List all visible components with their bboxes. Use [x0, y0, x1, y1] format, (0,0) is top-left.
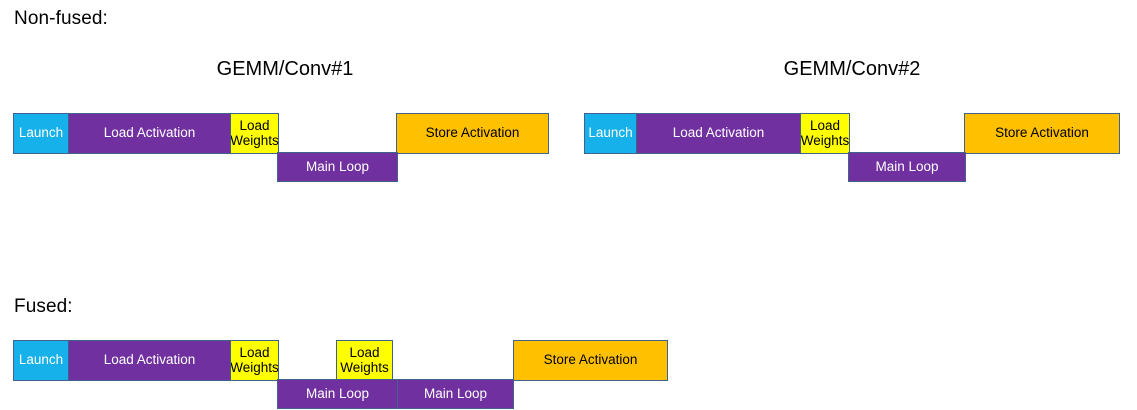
load-activation-bar-3-label: Load Activation [103, 352, 196, 368]
main-loop-bar-1-label: Main Loop [305, 158, 370, 174]
main-loop-bar-4: Main Loop [397, 379, 514, 409]
launch-bar-3: Launch [13, 340, 69, 381]
load-weights-bar-1-label: Load Weights [230, 118, 279, 148]
group-title: GEMM/Conv#1 [216, 58, 354, 80]
store-activation-bar-1: Store Activation [396, 113, 549, 154]
launch-bar-2: Launch [584, 113, 637, 154]
store-activation-bar-2-label: Store Activation [995, 125, 1089, 141]
main-loop-bar-3: Main Loop [277, 379, 398, 409]
load-activation-bar-1-label: Load Activation [103, 125, 196, 141]
load-activation-bar-2-label: Load Activation [672, 125, 765, 141]
load-weights-bar-3: Load Weights [230, 340, 279, 381]
load-activation-bar-1: Load Activation [68, 113, 231, 154]
load-weights-bar-2: Load Weights [800, 113, 850, 154]
load-activation-bar-2: Load Activation [636, 113, 801, 154]
store-activation-bar-2: Store Activation [964, 113, 1120, 154]
launch-bar-2-label: Launch [588, 125, 633, 141]
main-loop-bar-2-label: Main Loop [875, 158, 939, 174]
load-weights-bar-4: Load Weights [336, 340, 393, 381]
store-activation-bar-3: Store Activation [513, 340, 668, 381]
main-loop-bar-3-label: Main Loop [305, 385, 370, 401]
launch-bar-3-label: Launch [18, 352, 64, 368]
load-weights-bar-1: Load Weights [230, 113, 279, 154]
load-activation-bar-3: Load Activation [68, 340, 231, 381]
section-label-non-fused: Non-fused: [14, 8, 108, 29]
main-loop-bar-2: Main Loop [848, 152, 966, 182]
launch-bar-1: Launch [13, 113, 69, 154]
store-activation-bar-1-label: Store Activation [425, 125, 520, 141]
load-weights-bar-3-label: Load Weights [230, 345, 279, 375]
store-activation-bar-3-label: Store Activation [543, 352, 638, 368]
load-weights-bar-2-label: Load Weights [800, 118, 850, 148]
load-weights-bar-4-label: Load Weights [340, 345, 389, 375]
main-loop-bar-4-label: Main Loop [423, 385, 488, 401]
section-label-fused: Fused: [14, 296, 73, 317]
main-loop-bar-1: Main Loop [277, 152, 398, 182]
group-title: GEMM/Conv#2 [783, 58, 921, 80]
launch-bar-1-label: Launch [18, 125, 64, 141]
